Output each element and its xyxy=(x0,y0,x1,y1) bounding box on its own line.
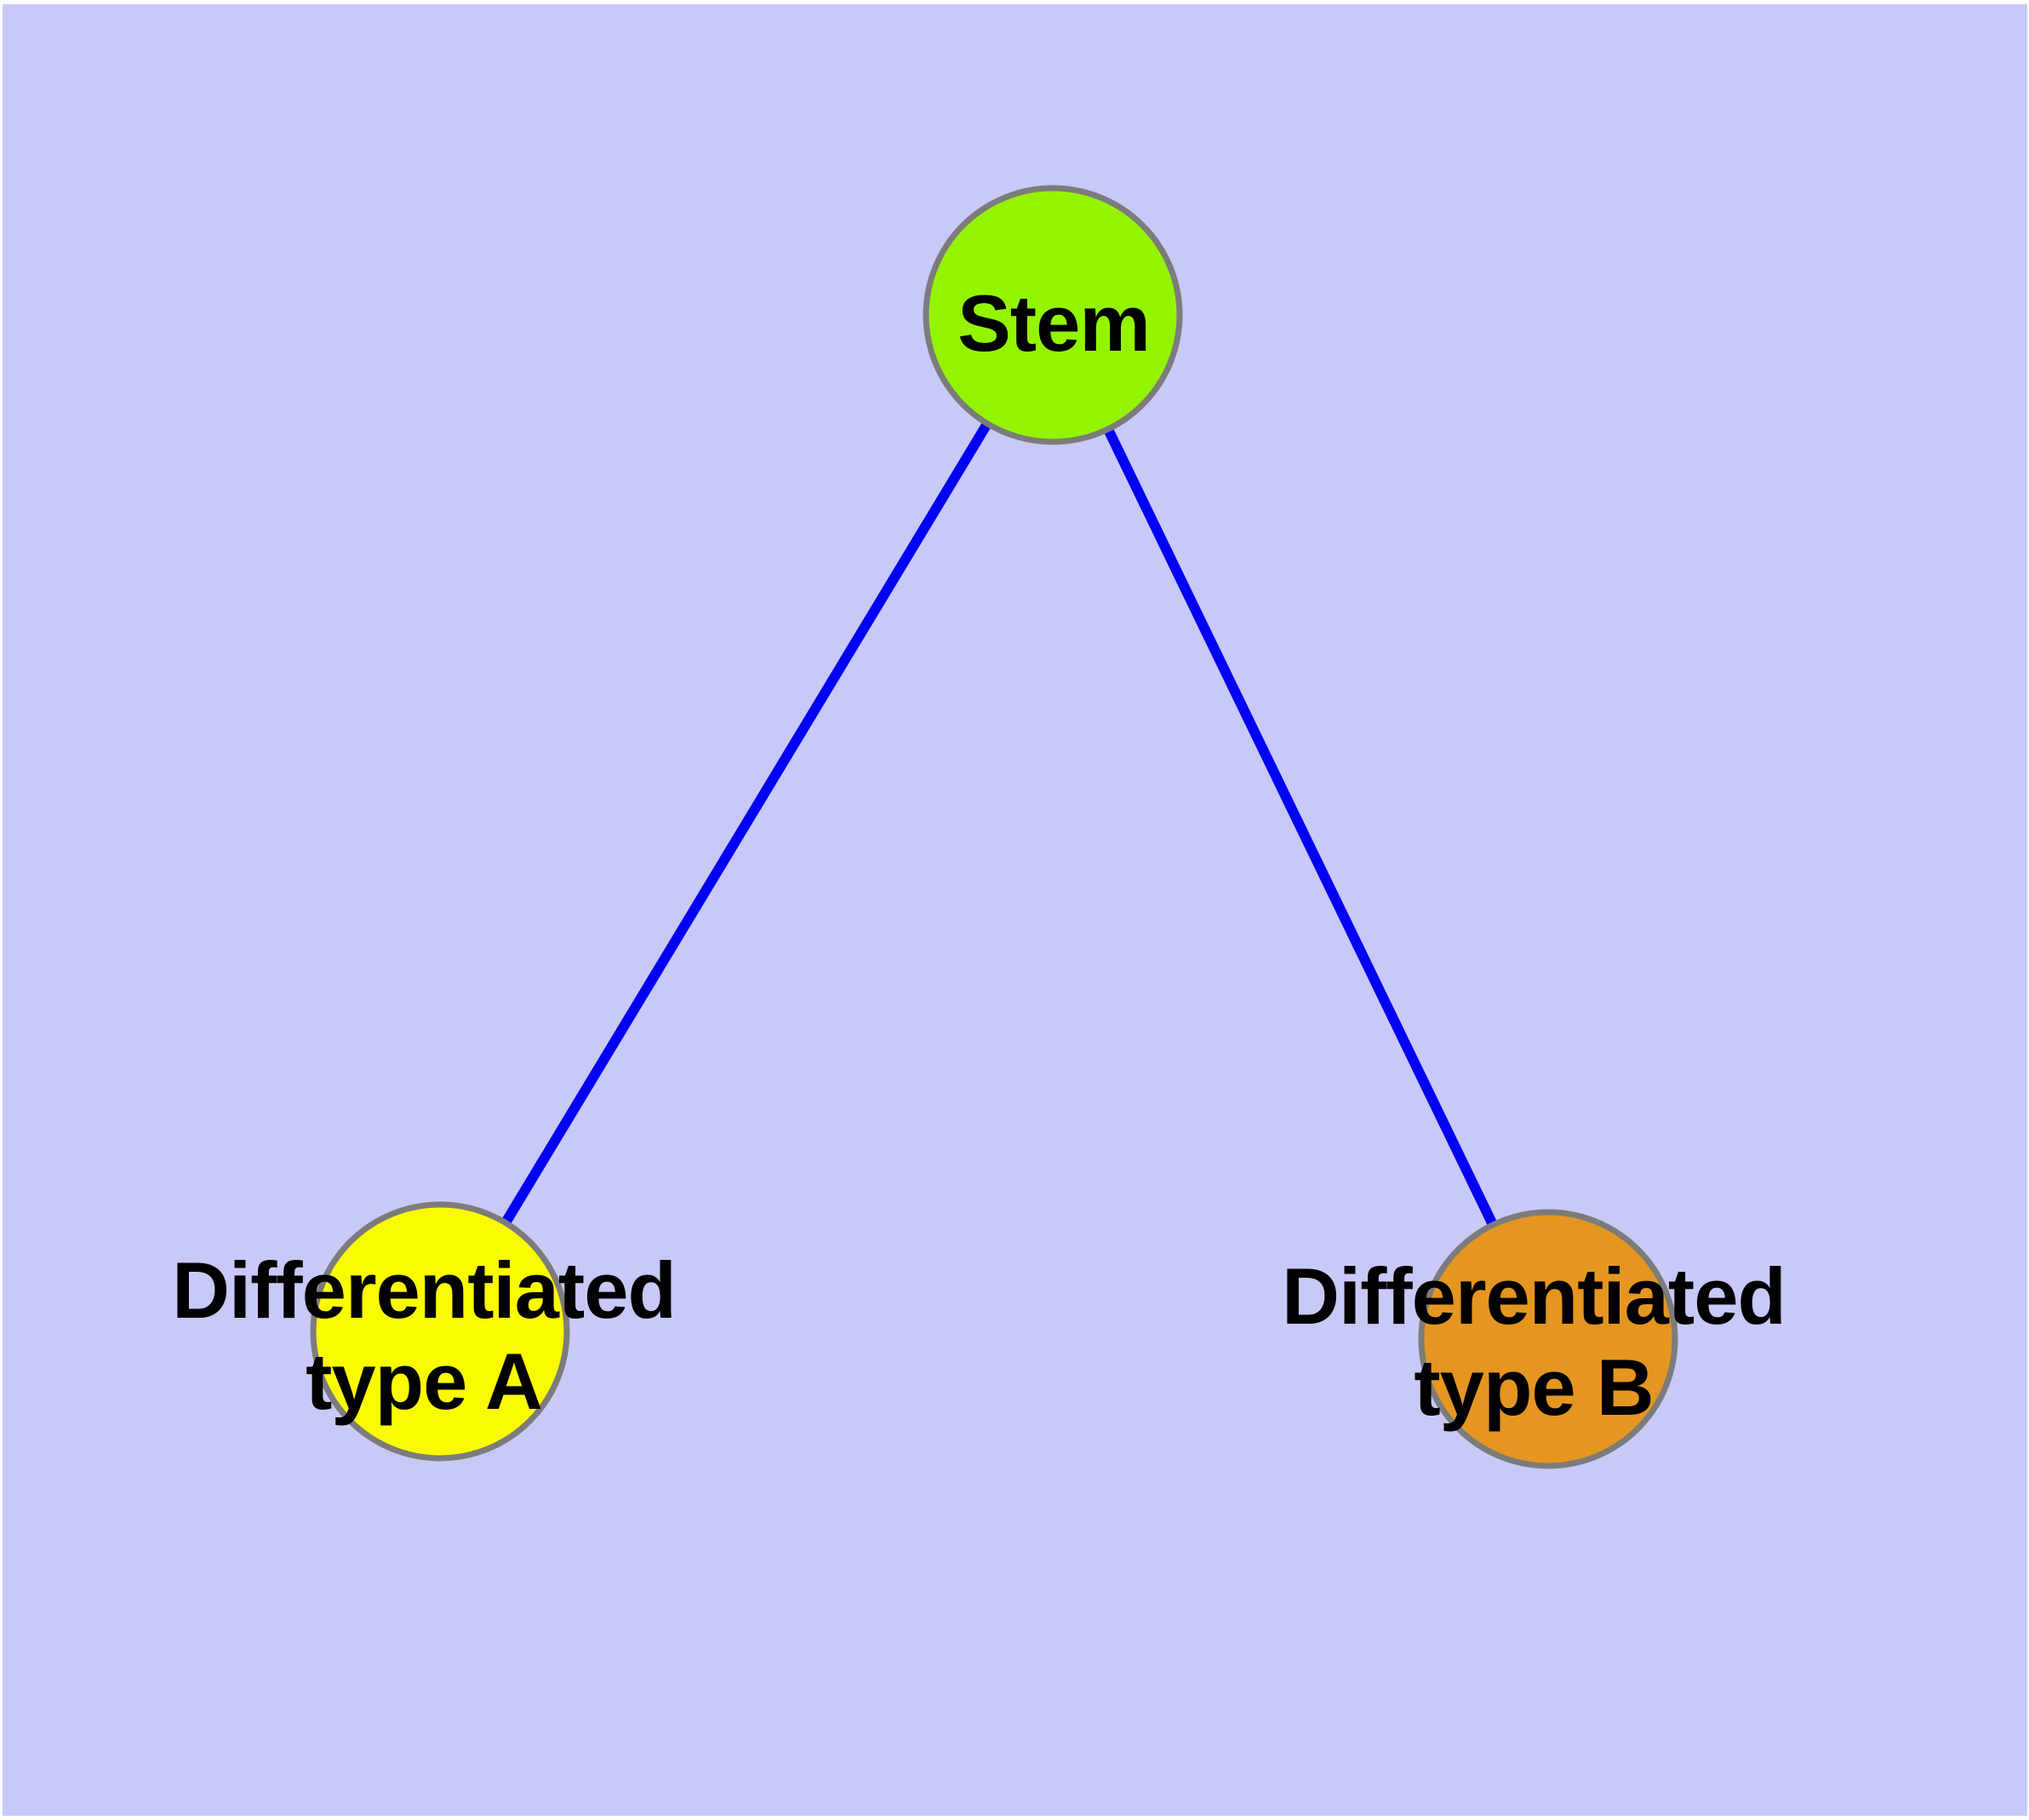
node-differentiated-type-b: Differentiated type B xyxy=(1282,1209,1786,1469)
node-type-b-label-line2: type B xyxy=(1414,1342,1653,1432)
node-type-a-label-line1: Differentiated xyxy=(172,1245,676,1335)
node-stem-circle xyxy=(923,185,1183,445)
node-type-a-label-line2: type A xyxy=(306,1336,542,1426)
edge-group xyxy=(435,312,1553,1342)
node-type-b-circle xyxy=(1418,1209,1678,1469)
node-type-b-label-line1: Differentiated xyxy=(1282,1251,1786,1341)
node-stem-label: Stem xyxy=(957,278,1150,368)
node-differentiated-type-a: Differentiated type A xyxy=(172,1201,677,1462)
edge-stem-to-type-a xyxy=(435,312,1058,1335)
edge-stem-to-type-b xyxy=(1048,312,1553,1342)
node-type-a-circle xyxy=(310,1201,570,1462)
node-stem: Stem xyxy=(923,185,1183,445)
